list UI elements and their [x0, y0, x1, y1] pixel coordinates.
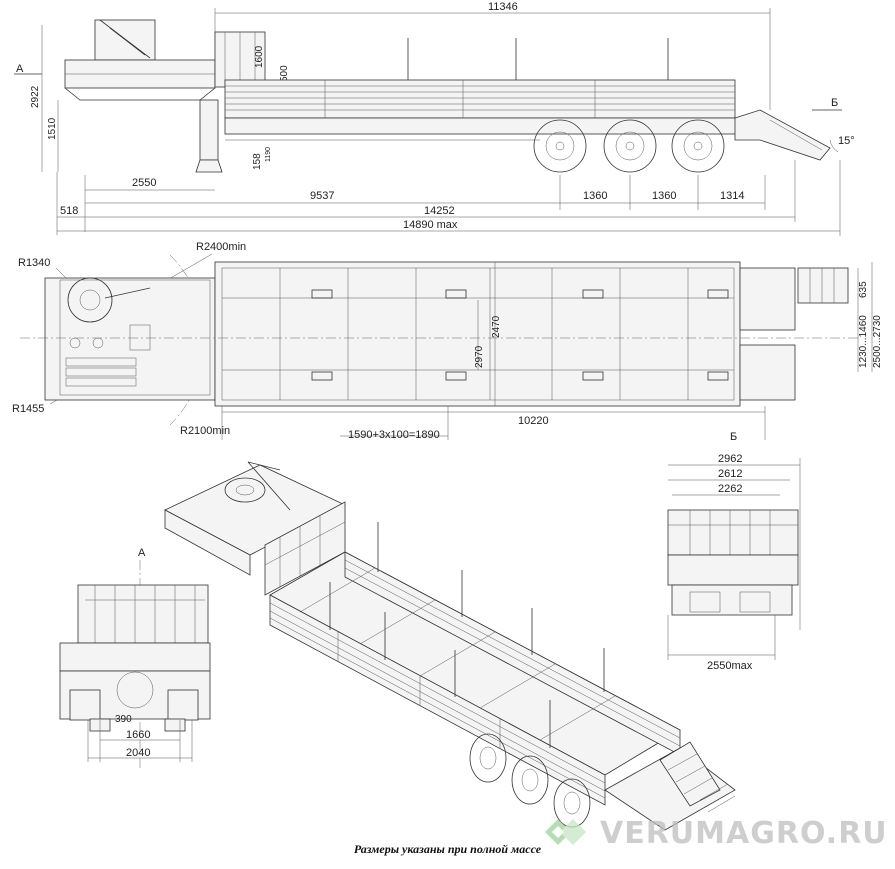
side-view: 11346 А Б 2922 1510 1600 500 600	[14, 1, 855, 236]
support-leg	[199, 99, 219, 161]
dim-front-overhang: 518	[60, 205, 78, 217]
rear-ramp-top	[739, 267, 796, 331]
dim-rear-width-max: 2550max	[707, 660, 753, 672]
wheel	[533, 119, 587, 173]
dim-deck-width: 2470	[491, 315, 502, 338]
dim-axle-spacing-2: 1360	[652, 190, 676, 202]
wheel	[671, 119, 725, 173]
dim-track-width: 1660	[126, 729, 150, 741]
dim-overall-top: 11346	[488, 1, 518, 13]
dim-width: 2040	[126, 747, 150, 759]
dim-rear-width-3: 2262	[718, 483, 742, 495]
dim-rear-overhang: 1314	[720, 190, 744, 202]
dim-radius-rear-corner: R1455	[12, 403, 44, 415]
dim-deck-height: 1510	[47, 117, 58, 140]
front-view-marker: А	[138, 547, 146, 559]
rear-ramp	[734, 109, 831, 161]
view-b-marker: Б	[831, 97, 838, 109]
dim-ramp-outer: 2500...2730	[872, 315, 883, 368]
dim-stake-spacing: 1590+3x100=1890	[348, 429, 440, 441]
spare-wheel	[67, 277, 113, 323]
dim-length-ramps: 14252	[424, 205, 455, 217]
dim-deck-length-top: 10220	[518, 415, 549, 427]
dim-radius-turn-outer: R2400min	[196, 241, 246, 253]
rear-view: 2962 2612 2262 2550max	[667, 453, 801, 672]
dim-radius-turn-inner: R2100min	[180, 425, 230, 437]
dim-deck-length: 9537	[310, 190, 334, 202]
main-deck	[214, 261, 741, 407]
dim-kingpin-axle: 2550	[132, 177, 156, 189]
section-b-marker: Б	[730, 431, 737, 443]
side-panel	[224, 79, 736, 119]
iso-wheel	[469, 733, 507, 783]
dim-ramp-spacing: 1230...1460	[858, 315, 869, 368]
dim-ramp-width: 635	[858, 281, 869, 298]
front-view: А 390 1660 2040	[59, 547, 211, 770]
watermark-text: VERUMAGRO.RU	[600, 816, 888, 851]
dim-height-total: 2922	[30, 85, 41, 108]
dim-inner-width: 2970	[474, 345, 485, 368]
dim-side-height-1: 500	[279, 65, 290, 82]
dim-stake-height: 1600	[254, 45, 265, 68]
dim-angle: 15°	[838, 135, 855, 147]
iso-wheel	[511, 755, 549, 805]
dim-axle-spacing-1: 1360	[583, 190, 607, 202]
dim-rear-width-1: 2962	[718, 453, 742, 465]
dim-radius-front: R1340	[18, 257, 50, 269]
caption: Размеры указаны при полной массе	[353, 842, 542, 856]
dim-clearance-2: 1190	[265, 147, 272, 162]
dim-rear-width-2: 2612	[718, 468, 742, 480]
dim-max-length: 14890 max	[403, 219, 458, 231]
watermark-logo-icon	[545, 819, 586, 845]
dim-small: 390	[115, 714, 132, 725]
wheel	[603, 119, 657, 173]
top-view: R1340 R2400min R1455 R2100min	[12, 241, 883, 443]
iso-spare-wheel	[224, 477, 266, 503]
view-a-marker: А	[16, 63, 24, 75]
rear-view-body	[667, 554, 799, 586]
dim-clearance: 158	[252, 153, 263, 170]
isometric-view	[164, 461, 736, 831]
